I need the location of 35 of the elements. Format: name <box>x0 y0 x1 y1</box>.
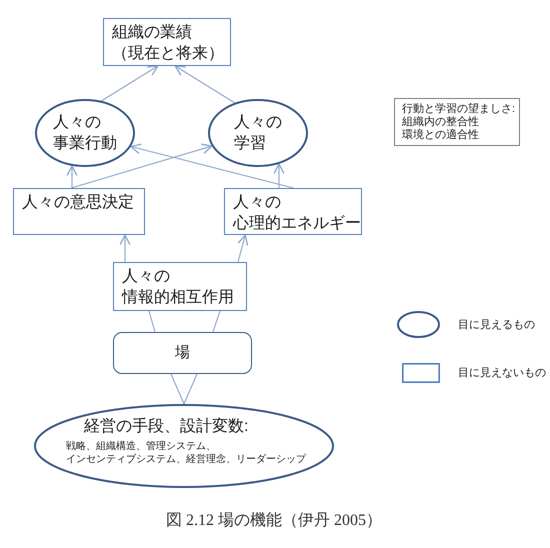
connector-line <box>170 374 184 404</box>
body-text: 戦略、組織構造、管理システム、インセンティブシステム、経営理念、リーダーシップ <box>66 440 306 466</box>
node-text: 組織の業績（現在と将来） <box>112 22 224 64</box>
arrow <box>274 163 284 188</box>
node-text: 人々の学習 <box>234 113 282 154</box>
heading-text: 経営の手段、設計変数: <box>84 417 248 437</box>
rounded-box <box>113 332 252 374</box>
concept-oval <box>208 99 308 167</box>
concept-box <box>113 262 247 311</box>
arrow <box>66 165 78 188</box>
body-text: 組織内の整合性 <box>402 116 479 128</box>
legend-text: 目に見えないもの <box>458 366 546 380</box>
node-text: 人々の事業行動 <box>53 113 117 154</box>
concept-box <box>224 188 362 235</box>
node-text: 人々の情報的相互作用 <box>122 267 234 308</box>
note-box <box>394 98 520 146</box>
arrow <box>237 234 248 262</box>
arrow <box>101 65 158 102</box>
node-text: 人々の心理的エネルギー <box>233 193 361 234</box>
legend-text: 目に見えるもの <box>458 318 535 332</box>
arrow <box>120 234 130 262</box>
connector-line <box>184 374 198 404</box>
heading-text: 行動と学習の望ましさ: <box>402 103 516 116</box>
body-text: 環境との適合性 <box>402 129 479 142</box>
arrow <box>71 144 212 189</box>
concept-oval <box>35 99 135 167</box>
connector-line <box>148 310 156 332</box>
figure-caption: 図 2.12 場の機能（伊丹 2005） <box>166 511 382 531</box>
concept-oval <box>34 404 334 488</box>
concept-box <box>103 18 231 66</box>
node-text: 人々の意思決定 <box>22 192 134 213</box>
connector-line <box>212 310 221 332</box>
concept-box <box>13 188 145 235</box>
node-text: 場 <box>175 343 190 363</box>
arrow <box>130 144 294 189</box>
